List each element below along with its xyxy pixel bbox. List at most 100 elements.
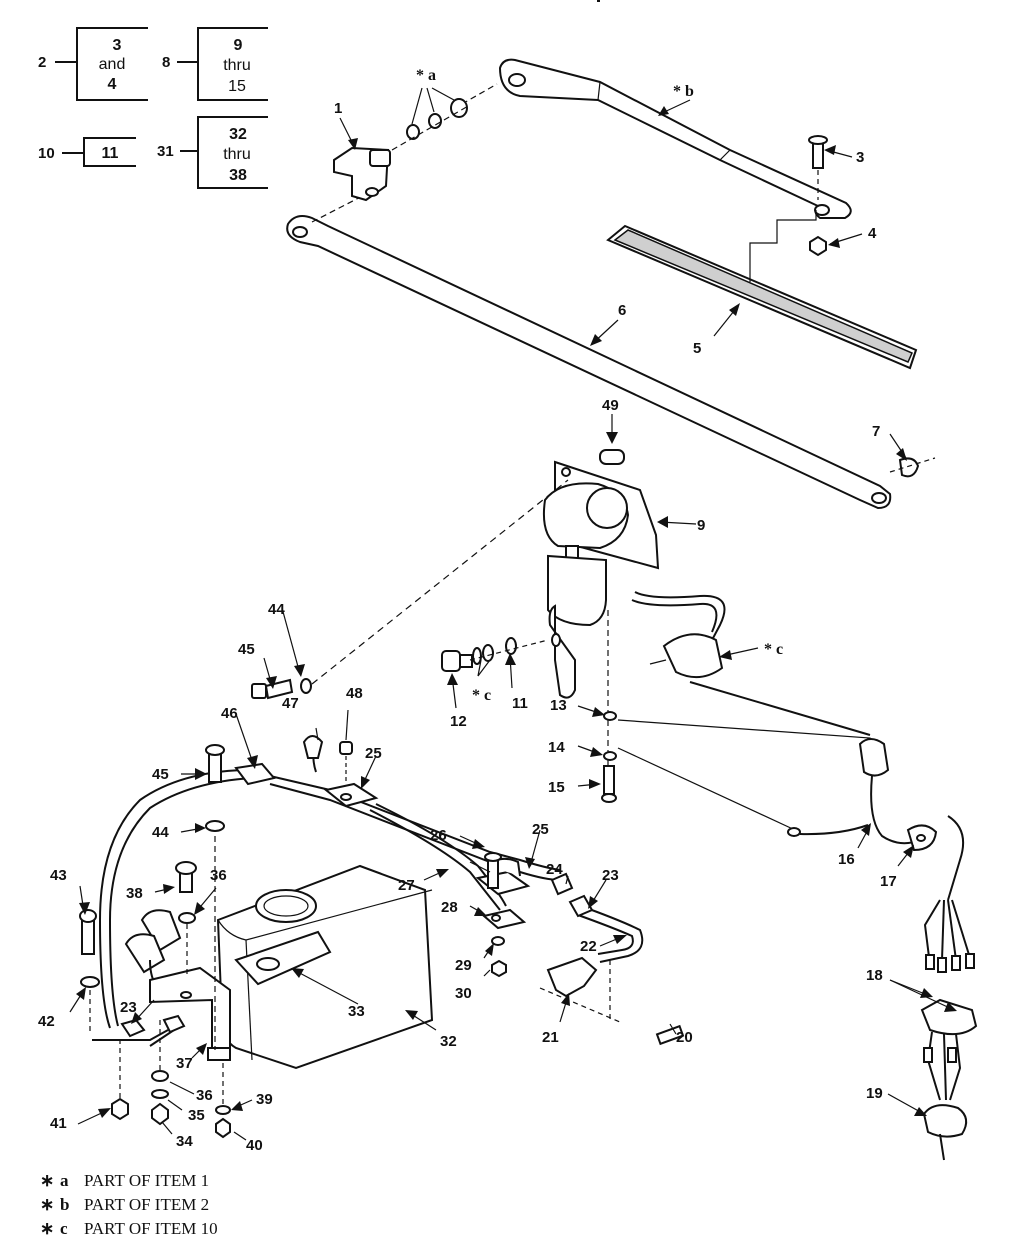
label-c-upper: * c bbox=[764, 641, 783, 658]
callout-line: 11 bbox=[102, 145, 119, 162]
callout-line: 3 bbox=[113, 37, 122, 54]
callout-line: and bbox=[99, 56, 126, 73]
label-7: 7 bbox=[872, 423, 880, 440]
label-25-left: 25 bbox=[365, 745, 382, 762]
label-36-upper: 36 bbox=[210, 867, 227, 884]
harness-connector bbox=[858, 738, 978, 1161]
callout-number: 31 bbox=[157, 143, 174, 160]
label-12: 12 bbox=[450, 713, 467, 730]
hose-brackets bbox=[234, 741, 531, 978]
label-41: 41 bbox=[50, 1115, 67, 1132]
callout-box-10: 10 11 bbox=[38, 137, 136, 167]
callout-line: thru bbox=[223, 57, 251, 74]
callout-number: 8 bbox=[162, 54, 170, 71]
label-23-left: 23 bbox=[120, 999, 137, 1016]
label-34: 34 bbox=[176, 1133, 193, 1150]
wiper-arm bbox=[461, 58, 852, 219]
label-29: 29 bbox=[455, 957, 472, 974]
label-22: 22 bbox=[580, 938, 597, 955]
label-48: 48 bbox=[346, 685, 363, 702]
callout-line: 32 bbox=[229, 126, 247, 143]
footnotes: ∗ a PART OF ITEM 1 ∗ b PART OF ITEM 2 ∗ … bbox=[40, 1171, 218, 1238]
label-14: 14 bbox=[548, 739, 565, 756]
note-key: b bbox=[60, 1195, 69, 1214]
label-47: 47 bbox=[282, 695, 299, 712]
callout-number: 10 bbox=[38, 145, 55, 162]
svg-text:∗: ∗ bbox=[40, 1195, 54, 1214]
label-35: 35 bbox=[188, 1107, 205, 1124]
lower-hardware bbox=[79, 744, 231, 1139]
wiper-blade bbox=[606, 210, 918, 370]
note-text: PART OF ITEM 10 bbox=[84, 1219, 218, 1238]
svg-text:∗: ∗ bbox=[40, 1219, 54, 1238]
label-46: 46 bbox=[221, 705, 238, 722]
label-32: 32 bbox=[440, 1033, 457, 1050]
suppressor-cable bbox=[607, 591, 871, 770]
washer-pump bbox=[124, 909, 231, 1061]
wiper-motor-assembly bbox=[542, 0, 660, 699]
drive-link-arm bbox=[286, 187, 892, 510]
note-text: PART OF ITEM 2 bbox=[84, 1195, 209, 1214]
callout-line: 38 bbox=[229, 167, 247, 184]
label-33: 33 bbox=[348, 1003, 365, 1020]
washer-reservoir bbox=[216, 864, 434, 1070]
label-23-right: 23 bbox=[602, 867, 619, 884]
label-3: 3 bbox=[856, 149, 864, 166]
label-9: 9 bbox=[697, 517, 705, 534]
label-21: 21 bbox=[542, 1029, 559, 1046]
callout-number: 2 bbox=[38, 54, 46, 71]
callout-line: 15 bbox=[228, 78, 246, 95]
washer-nozzle bbox=[539, 872, 685, 1046]
label-20: 20 bbox=[676, 1029, 693, 1046]
label-39: 39 bbox=[256, 1091, 273, 1108]
label-36-lower: 36 bbox=[196, 1087, 213, 1104]
motor-mount-hardware bbox=[441, 637, 549, 672]
label-1: 1 bbox=[334, 100, 342, 117]
label-15: 15 bbox=[548, 779, 565, 796]
pivot-bracket bbox=[333, 98, 471, 202]
label-45-upper: 45 bbox=[238, 641, 255, 658]
label-49: 49 bbox=[602, 397, 619, 414]
callout-box-31: 31 32 thru 38 bbox=[157, 116, 268, 189]
label-16: 16 bbox=[838, 851, 855, 868]
leader-lines bbox=[69, 87, 957, 1141]
label-40: 40 bbox=[246, 1137, 263, 1154]
label-4: 4 bbox=[868, 225, 877, 242]
label-18: 18 bbox=[866, 967, 883, 984]
label-c-lower: * c bbox=[472, 687, 491, 704]
callout-line: 9 bbox=[234, 37, 243, 54]
label-26: 26 bbox=[430, 827, 447, 844]
lower-motor-hardware bbox=[601, 711, 871, 837]
label-27: 27 bbox=[398, 877, 415, 894]
label-45-lower: 45 bbox=[152, 766, 169, 783]
svg-text:∗: ∗ bbox=[40, 1171, 54, 1190]
callout-line: thru bbox=[223, 146, 251, 163]
callout-box-8: 8 9 thru 15 bbox=[162, 27, 268, 101]
label-5: 5 bbox=[693, 340, 701, 357]
label-25-right: 25 bbox=[532, 821, 549, 838]
label-6: 6 bbox=[618, 302, 626, 319]
label-30: 30 bbox=[455, 985, 472, 1002]
callout-box-2: 2 3 and 4 bbox=[38, 27, 148, 101]
retaining-clip bbox=[889, 457, 936, 478]
label-a: * a bbox=[416, 67, 436, 84]
callout-line: 4 bbox=[108, 76, 117, 93]
label-37: 37 bbox=[176, 1055, 193, 1072]
label-b: * b bbox=[673, 83, 694, 100]
label-11: 11 bbox=[512, 695, 528, 712]
label-38: 38 bbox=[126, 885, 143, 902]
note-key: c bbox=[60, 1219, 68, 1238]
label-44-lower: 44 bbox=[152, 824, 169, 841]
label-19: 19 bbox=[866, 1085, 883, 1102]
note-key: a bbox=[60, 1171, 69, 1190]
label-43: 43 bbox=[50, 867, 67, 884]
note-text: PART OF ITEM 1 bbox=[84, 1171, 209, 1190]
screw-and-nut bbox=[808, 135, 828, 257]
item-labels: * a * b 1 3 4 5 6 7 49 9 44 45 * c * c 1… bbox=[38, 67, 897, 1154]
label-42: 42 bbox=[38, 1013, 55, 1030]
label-13: 13 bbox=[550, 697, 567, 714]
label-28: 28 bbox=[441, 899, 458, 916]
label-44-upper: 44 bbox=[268, 601, 285, 618]
label-17: 17 bbox=[880, 873, 897, 890]
